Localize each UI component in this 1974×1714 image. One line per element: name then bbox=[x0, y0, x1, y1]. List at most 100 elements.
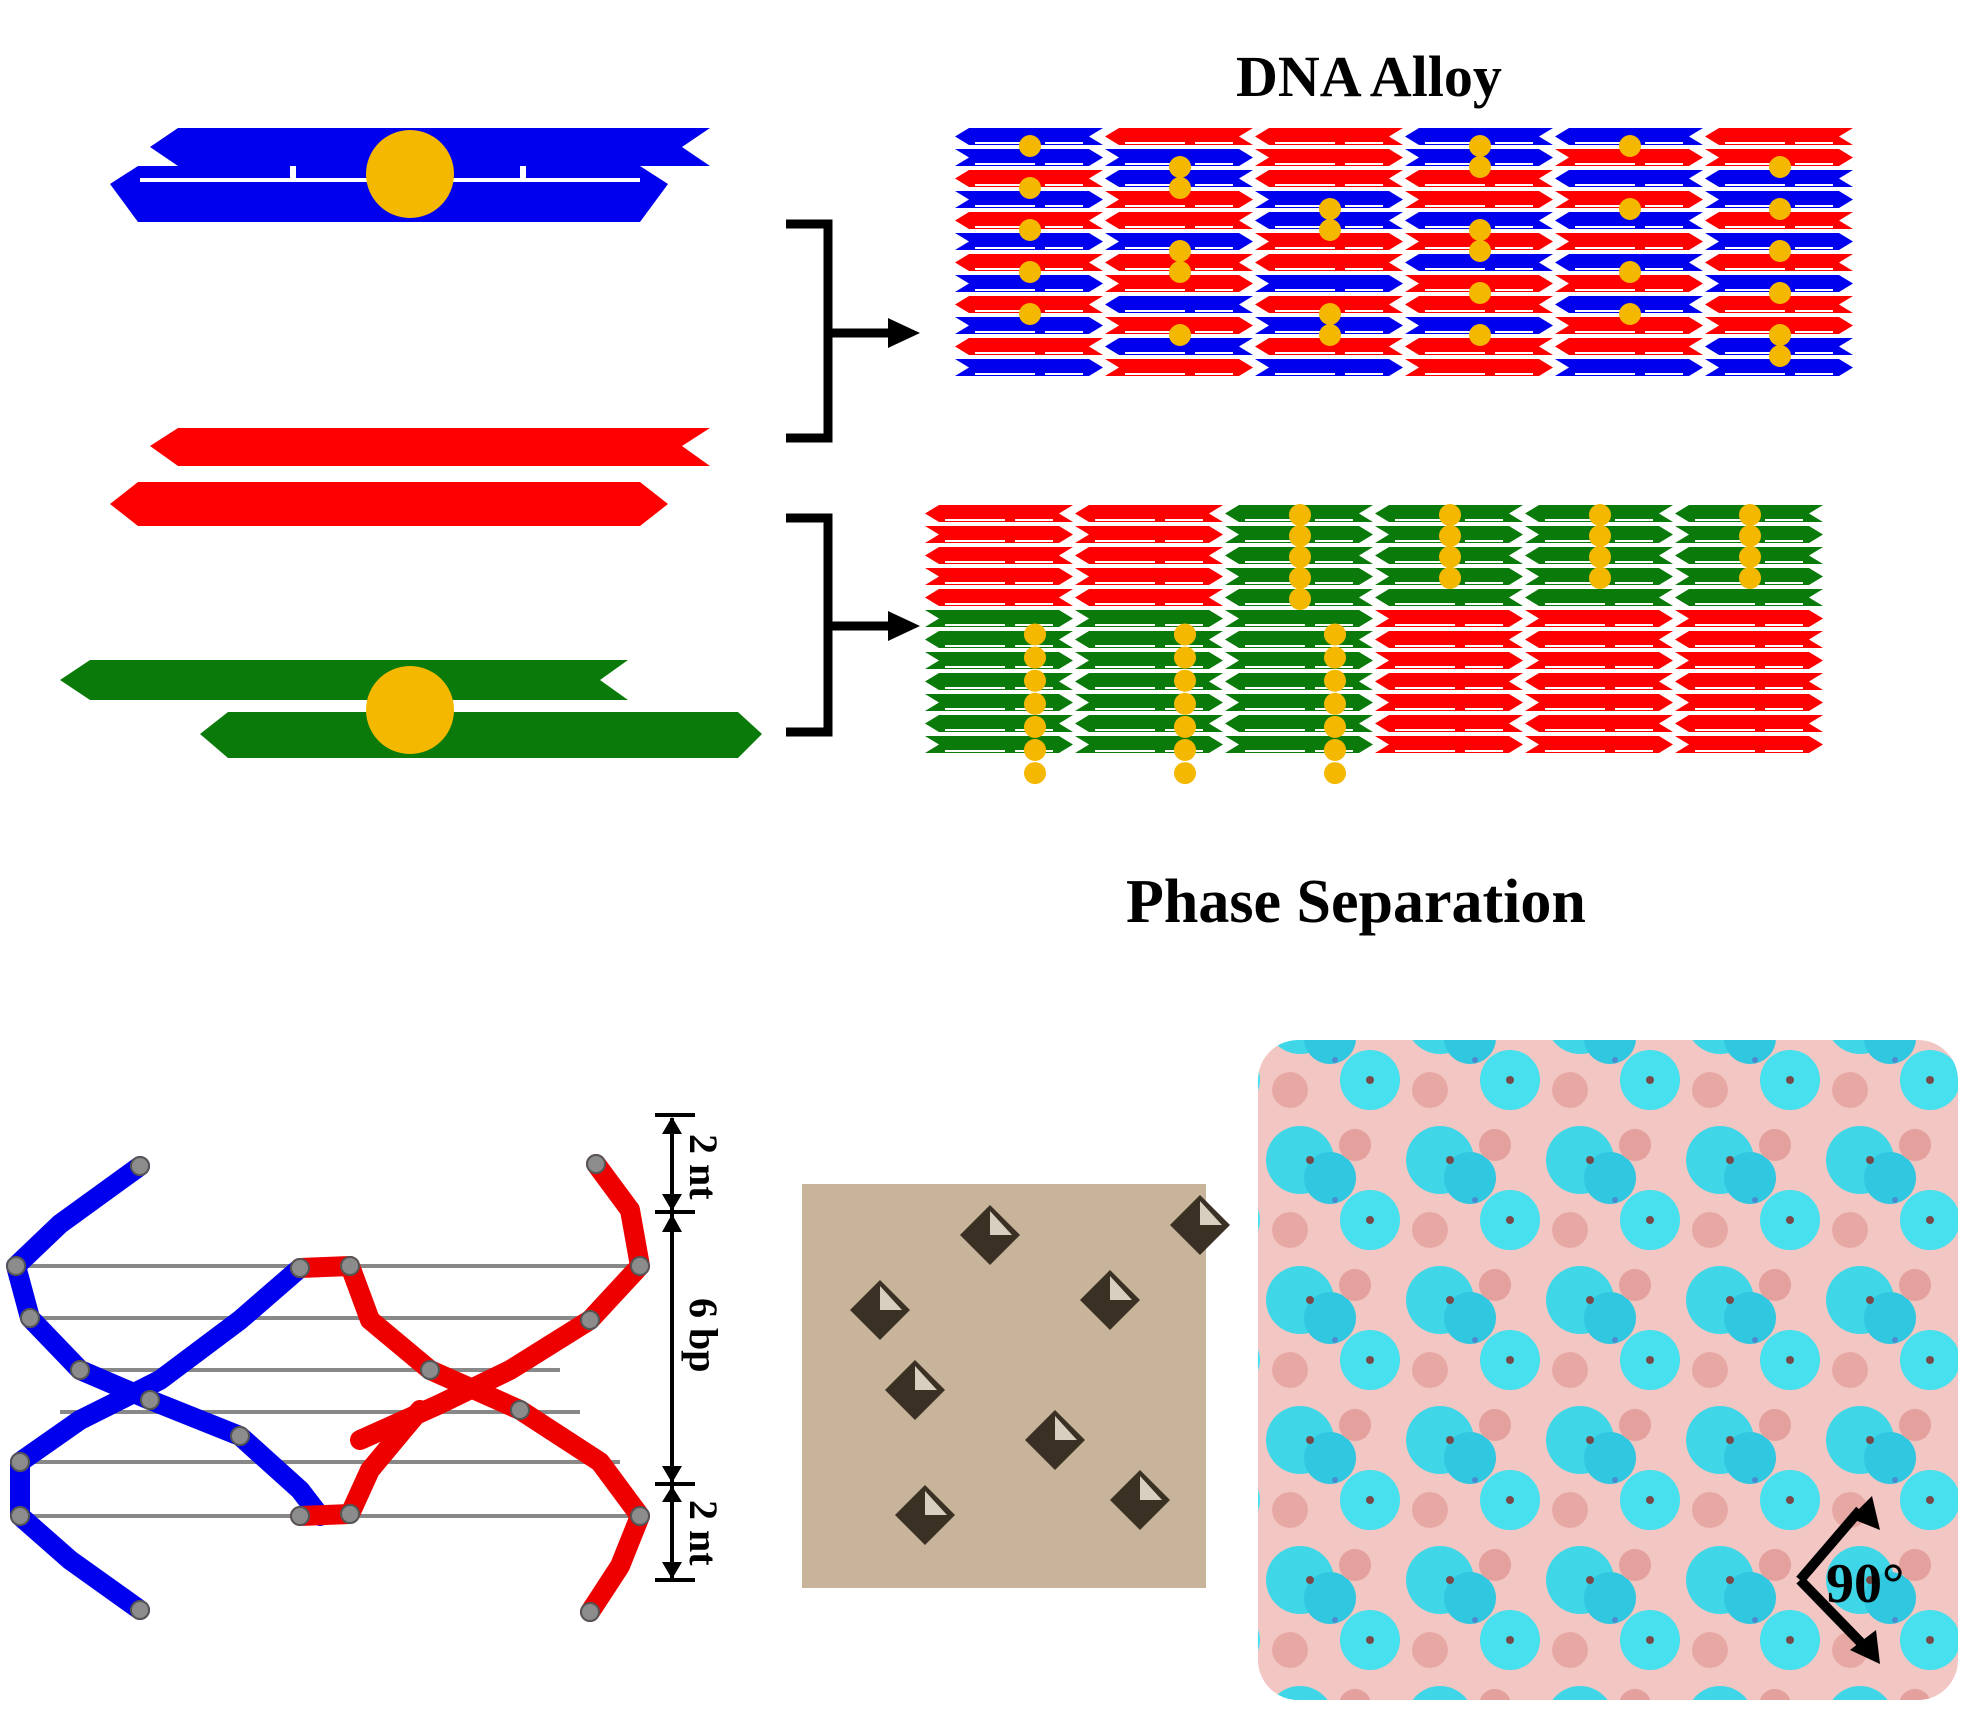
strand bbox=[1405, 191, 1553, 208]
ligand-dot bbox=[1289, 588, 1311, 610]
strand bbox=[1705, 296, 1853, 313]
ligand-dot bbox=[1739, 546, 1761, 568]
strand bbox=[1075, 589, 1223, 606]
ligand-dot bbox=[1319, 303, 1341, 325]
strand bbox=[1225, 610, 1373, 627]
ligand-dot bbox=[1174, 739, 1196, 761]
ligand-dot bbox=[1769, 156, 1791, 178]
strand bbox=[1255, 254, 1403, 271]
ligand-dot bbox=[1469, 324, 1491, 346]
ligand-icon bbox=[366, 130, 454, 218]
strand bbox=[925, 526, 1073, 543]
strand bbox=[1255, 170, 1403, 187]
strand bbox=[1375, 715, 1523, 732]
ligand-dot bbox=[1469, 135, 1491, 157]
dim-top-label: 2 nt bbox=[681, 1134, 726, 1200]
strand bbox=[1555, 149, 1703, 166]
strand bbox=[955, 191, 1103, 208]
strand bbox=[1555, 233, 1703, 250]
strand bbox=[1555, 170, 1703, 187]
ligand-dot bbox=[1439, 504, 1461, 526]
strand bbox=[1405, 359, 1553, 376]
strand bbox=[1105, 128, 1253, 145]
strand bbox=[1675, 589, 1823, 606]
strand bbox=[1525, 631, 1673, 648]
strand bbox=[1375, 589, 1523, 606]
dimension-arrowheads bbox=[662, 1117, 682, 1579]
strand bbox=[1705, 170, 1853, 187]
ligand-dot bbox=[1439, 525, 1461, 547]
rotation-arrows bbox=[1796, 1496, 1880, 1664]
ligand-dot bbox=[1019, 219, 1041, 241]
lattice-rendering bbox=[1258, 1040, 1958, 1700]
strand bbox=[1555, 212, 1703, 229]
strand bbox=[1675, 631, 1823, 648]
ligand-dot bbox=[1169, 240, 1191, 262]
strand bbox=[1375, 652, 1523, 669]
strand bbox=[1255, 338, 1403, 355]
ligand-dot bbox=[1174, 715, 1196, 738]
strand bbox=[1705, 359, 1853, 376]
strand bbox=[955, 149, 1103, 166]
ligand-dot bbox=[1324, 669, 1346, 692]
strand bbox=[1525, 652, 1673, 669]
strand bbox=[1405, 296, 1553, 313]
ligand-dot bbox=[1439, 567, 1461, 589]
strand bbox=[1075, 505, 1223, 522]
ligand-dot bbox=[1019, 303, 1041, 325]
ligand-dot bbox=[1324, 623, 1346, 646]
strand bbox=[1075, 526, 1223, 543]
ligand-dot bbox=[1589, 504, 1611, 526]
helix-model bbox=[6, 1154, 650, 1622]
strand bbox=[1255, 128, 1403, 145]
red-strand bbox=[290, 1154, 650, 1622]
ligand-dot bbox=[1324, 692, 1346, 715]
strand bbox=[1105, 212, 1253, 229]
ligand-dot bbox=[1024, 669, 1046, 692]
ligand-dot bbox=[1169, 261, 1191, 283]
strand bbox=[925, 589, 1073, 606]
strand bbox=[1675, 736, 1823, 753]
ligand-dot bbox=[1024, 646, 1046, 669]
strand bbox=[925, 568, 1073, 585]
strand bbox=[1675, 715, 1823, 732]
strand bbox=[1525, 589, 1673, 606]
strand bbox=[1555, 359, 1703, 376]
ligand-dot bbox=[1289, 567, 1311, 589]
ligand-dot bbox=[1174, 623, 1196, 646]
strand bbox=[955, 233, 1103, 250]
dim-bottom-label: 2 nt bbox=[681, 1500, 726, 1566]
ligand-dot bbox=[1769, 324, 1791, 346]
ligand-dot bbox=[1289, 504, 1311, 526]
strand bbox=[1105, 191, 1253, 208]
ligand-dot bbox=[1324, 739, 1346, 761]
strand bbox=[1405, 170, 1553, 187]
ligand-dot bbox=[1019, 261, 1041, 283]
strand bbox=[1555, 338, 1703, 355]
strand bbox=[1375, 631, 1523, 648]
ligand-dot bbox=[1769, 198, 1791, 220]
arrow-up-icon bbox=[1850, 1496, 1880, 1530]
ligand-dot bbox=[1019, 135, 1041, 157]
ligand-dot bbox=[1469, 282, 1491, 304]
ligand-dot bbox=[1319, 324, 1341, 346]
strand bbox=[1525, 610, 1673, 627]
ligand-dot bbox=[1769, 282, 1791, 304]
strand bbox=[955, 359, 1103, 376]
phase-lattice bbox=[925, 504, 1823, 785]
ligand-dot bbox=[1169, 177, 1191, 199]
strand bbox=[925, 547, 1073, 564]
ligand-dot bbox=[1319, 219, 1341, 241]
ligand-dot bbox=[1469, 156, 1491, 178]
strand bbox=[1675, 694, 1823, 711]
ligand-dot bbox=[1174, 692, 1196, 715]
ligand-dot bbox=[1619, 261, 1641, 283]
strand bbox=[1525, 694, 1673, 711]
strand bbox=[1705, 254, 1853, 271]
strand bbox=[1375, 736, 1523, 753]
ligand-icon bbox=[366, 666, 454, 754]
ligand-dot bbox=[1289, 546, 1311, 568]
ligand-dot bbox=[1289, 525, 1311, 547]
strand bbox=[1405, 254, 1553, 271]
